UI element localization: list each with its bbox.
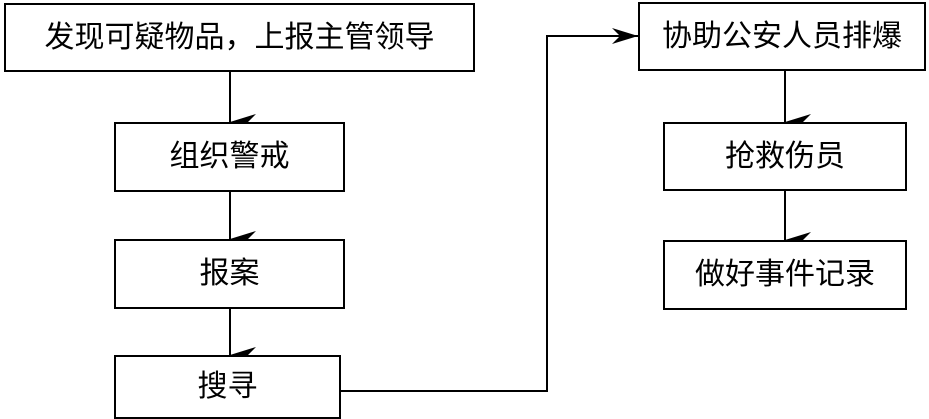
step-record-incident-label: 做好事件记录 [695, 257, 875, 292]
step-assist-bomb-disposal-label: 协助公安人员排爆 [662, 18, 902, 54]
step-assist-bomb-disposal-box: 协助公安人员排爆 [638, 2, 926, 71]
step-report-case-label: 报案 [199, 256, 260, 291]
step-search-label: 搜寻 [197, 369, 258, 404]
step-record-incident-box: 做好事件记录 [663, 240, 907, 310]
step-organize-cordon-label: 组织警戒 [169, 139, 290, 174]
step-report-suspicious-item-box: 发现可疑物品，上报主管领导 [4, 3, 475, 72]
arrow-step4-to-step5 [341, 28, 638, 392]
step-rescue-injured-box: 抢救伤员 [663, 122, 907, 191]
step-rescue-injured-label: 抢救伤员 [725, 138, 845, 174]
step-report-suspicious-item-label: 发现可疑物品，上报主管领导 [44, 19, 435, 55]
step-search-box: 搜寻 [114, 355, 341, 419]
step-organize-cordon-box: 组织警戒 [114, 122, 345, 192]
step-report-case-box: 报案 [114, 239, 345, 309]
